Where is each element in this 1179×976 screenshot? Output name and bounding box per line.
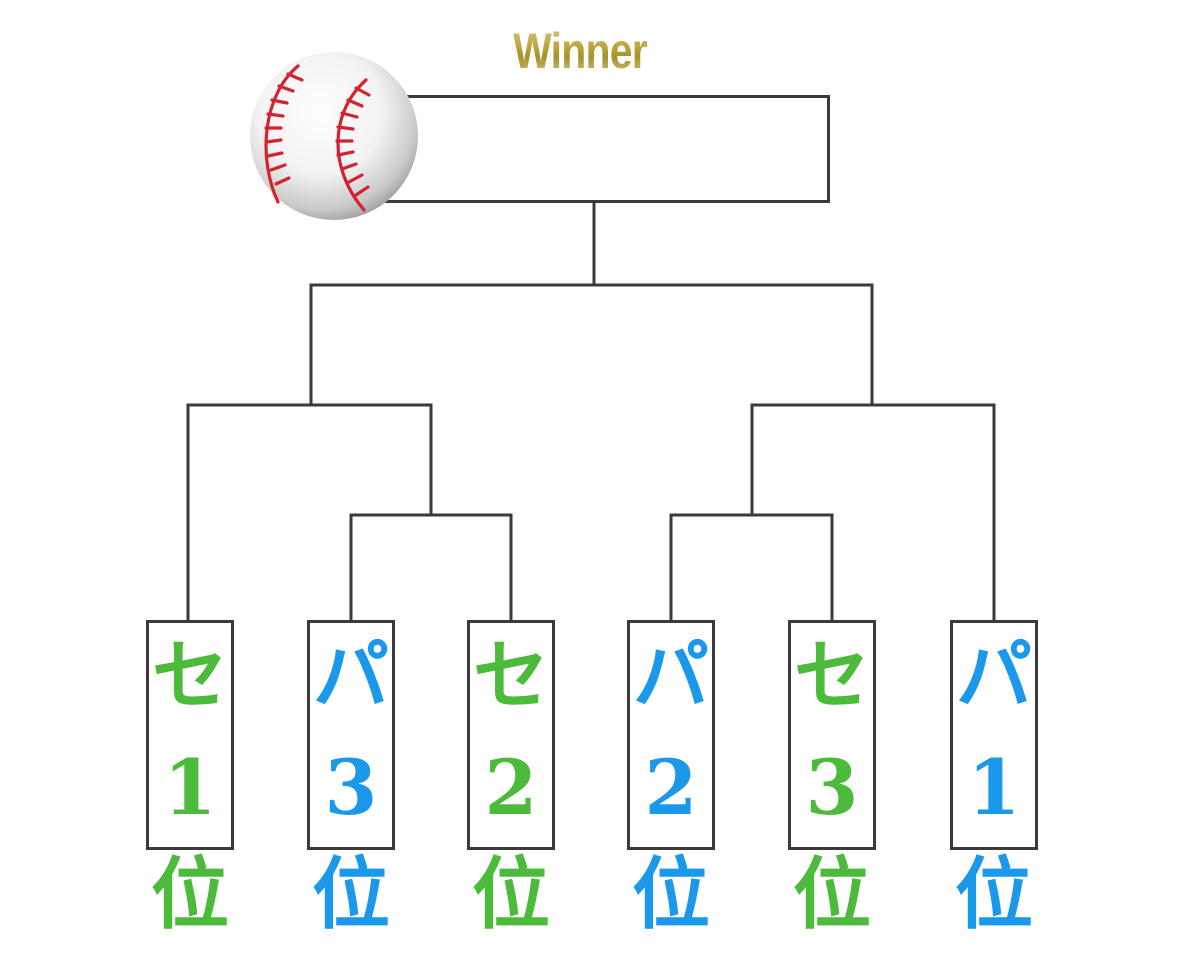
rank-suffix: 位 — [311, 850, 390, 940]
right-quarterfinal-connector — [669, 513, 834, 622]
right-semifinal-connector — [750, 403, 996, 622]
rank-label: 3 — [324, 743, 378, 832]
winner-box — [378, 95, 830, 203]
team-frame — [627, 620, 715, 850]
team-frame — [146, 620, 234, 850]
team-frame — [950, 620, 1038, 850]
team-frame — [788, 620, 876, 850]
team-box-5: セ 3 位 — [788, 620, 876, 934]
team-box-6: パ 1 位 — [950, 620, 1038, 934]
rank-suffix: 位 — [631, 850, 710, 940]
rank-label: 1 — [967, 743, 1021, 832]
final-connector — [309, 201, 874, 407]
league-label: パ — [956, 631, 1032, 720]
team-box-4: パ 2 位 — [627, 620, 715, 934]
rank-label: 3 — [805, 743, 859, 832]
league-label: セ — [794, 631, 870, 720]
winner-title: Winner — [449, 22, 711, 80]
team-box-1: セ 1 位 — [146, 620, 234, 934]
left-semifinal-connector — [186, 403, 433, 622]
rank-suffix: 位 — [954, 850, 1033, 940]
team-frame — [467, 620, 555, 850]
team-box-2: パ 3 位 — [307, 620, 395, 934]
team-frame — [307, 620, 395, 850]
league-label: セ — [473, 631, 549, 720]
team-box-3: セ 2 位 — [467, 620, 555, 934]
league-label: セ — [152, 631, 228, 720]
rank-suffix: 位 — [471, 850, 550, 940]
rank-suffix: 位 — [792, 850, 871, 940]
rank-label: 2 — [644, 743, 698, 832]
rank-label: 1 — [163, 743, 217, 832]
rank-suffix: 位 — [150, 850, 229, 940]
league-label: パ — [633, 631, 709, 720]
left-quarterfinal-connector — [349, 513, 513, 622]
rank-label: 2 — [484, 743, 538, 832]
baseball-icon — [250, 52, 418, 220]
league-label: パ — [313, 631, 389, 720]
